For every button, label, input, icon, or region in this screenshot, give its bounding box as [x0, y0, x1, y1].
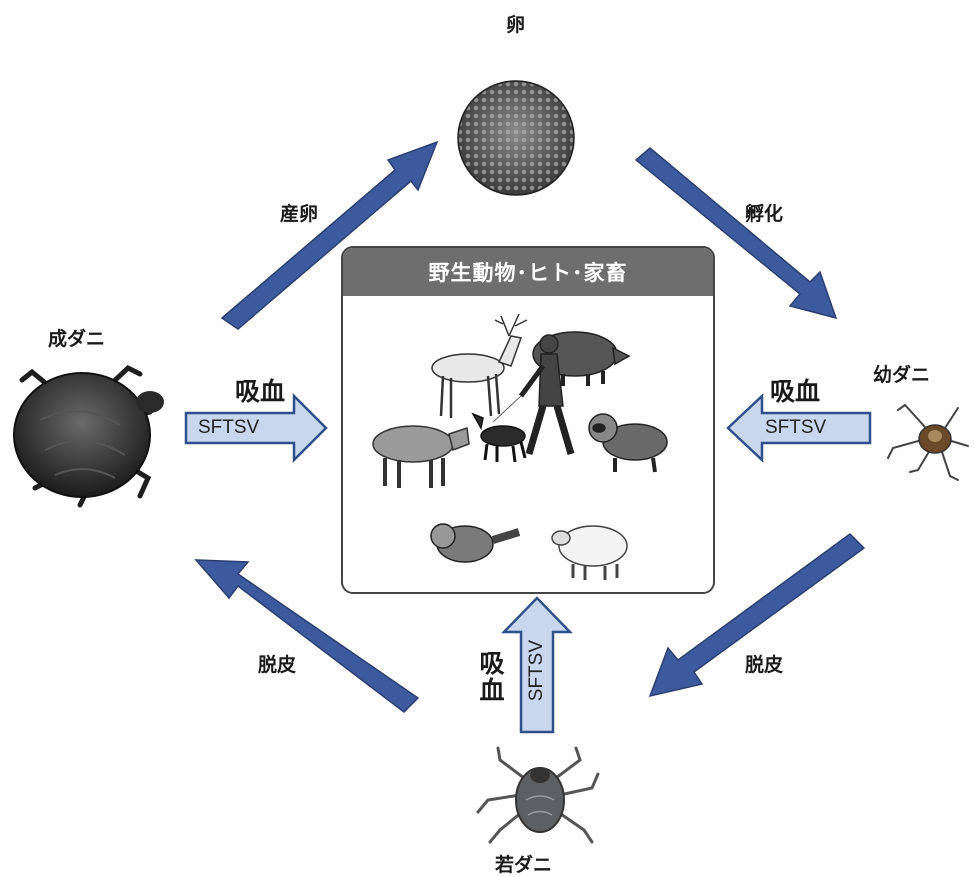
hosts-panel: 野生動物･ヒト･家畜 [341, 246, 715, 594]
arrow-hatching [634, 147, 838, 320]
hatching-label: 孵化 [745, 203, 784, 225]
nymph-tick-image [476, 746, 600, 844]
feeding-bottom-label: 吸血 [476, 650, 505, 704]
nymph-label: 若ダニ [495, 854, 553, 876]
molt-right-label: 脱皮 [745, 654, 784, 676]
feed-arrow-bottom [501, 596, 573, 734]
dog-image [471, 395, 527, 463]
egg-label: 卵 [506, 14, 526, 36]
arrow-oviposition [220, 140, 439, 330]
adult-tick-image [13, 364, 164, 508]
sftsv-left-label: SFTSV [198, 417, 260, 438]
feeding-right-label: 吸血 [770, 377, 821, 406]
arrow-molt-left [194, 559, 420, 713]
human-image [518, 334, 575, 455]
larva-tick-image [887, 403, 969, 481]
molt-left-label: 脱皮 [258, 654, 297, 676]
adult-label: 成ダニ [48, 328, 106, 350]
larva-label: 幼ダニ [873, 364, 931, 386]
arrow-molt-right [648, 533, 866, 698]
cattle-image [372, 425, 470, 488]
feed-arrow-right [726, 393, 872, 463]
sftsv-right-label: SFTSV [765, 417, 827, 438]
feed-arrow-left [184, 392, 328, 464]
oviposition-label: 産卵 [280, 203, 319, 225]
hosts-illustration [372, 313, 668, 580]
egg-image [457, 80, 575, 196]
raccoon-image [430, 523, 521, 563]
sheep-image [551, 525, 628, 580]
feeding-left-label: 吸血 [235, 377, 286, 406]
raccoon-dog-image [588, 413, 668, 473]
sftsv-bottom-label: SFTSV [526, 640, 547, 702]
deer-image [431, 313, 528, 418]
hosts-panel-title: 野生動物･ヒト･家畜 [343, 248, 713, 296]
